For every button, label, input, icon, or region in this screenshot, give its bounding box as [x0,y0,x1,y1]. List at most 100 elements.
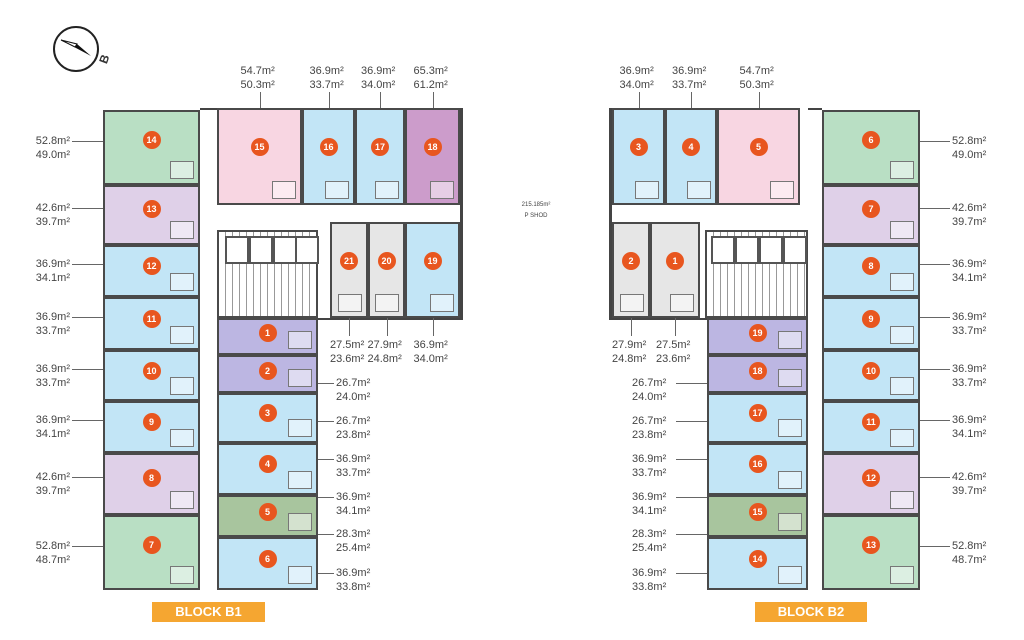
elevator-icon [225,236,249,264]
leader-line [920,208,950,209]
net-area: 48.7m² [952,553,987,566]
bathroom-fixture-icon [890,273,914,291]
unit-b2-10[interactable]: 10 [822,350,920,401]
unit-b2-11[interactable]: 11 [822,401,920,453]
unit-b2-15[interactable]: 15 [707,495,808,537]
gross-area: 36.9m² [632,567,667,579]
unit-number-badge: 5 [749,138,768,157]
unit-b1-9[interactable]: 9 [103,401,200,453]
unit-b1-21[interactable]: 21 [330,222,368,318]
unit-b1-2[interactable]: 2 [217,355,318,393]
gross-area: 52.8m² [35,539,70,552]
net-area: 33.7m² [952,376,987,389]
bathroom-fixture-icon [170,566,194,584]
unit-number-badge: 6 [258,549,277,568]
gross-area: 26.7m² [336,377,371,389]
unit-number-badge: 3 [629,138,648,157]
net-area: 25.4m² [632,542,667,554]
unit-b2-16[interactable]: 16 [707,443,808,495]
unit-number-badge: 15 [748,503,767,522]
unit-b1-12[interactable]: 12 [103,245,200,297]
leader-line [631,318,632,336]
net-area: 34.1m² [35,272,70,284]
unit-b1-20[interactable]: 20 [368,222,405,318]
gross-area: 36.9m² [632,453,667,465]
gross-area: 36.9m² [361,65,396,77]
gross-area: 36.9m² [672,65,707,77]
bathroom-fixture-icon [778,566,802,584]
shop-area-size: 215.185m² [521,202,551,208]
unit-b1-8[interactable]: 8 [103,453,200,515]
core-b1 [217,230,319,318]
unit-b2-1[interactable]: 1 [650,222,700,318]
unit-b2-18[interactable]: 18 [707,355,808,393]
bathroom-fixture-icon [170,221,194,239]
gross-area: 27.5m² [656,339,691,351]
unit-b2-19[interactable]: 19 [707,318,808,355]
unit-b2-17[interactable]: 17 [707,393,808,443]
unit-b1-6[interactable]: 6 [217,537,318,590]
unit-b1-18[interactable]: 18 [405,108,460,205]
unit-b2-3[interactable]: 3 [612,108,665,205]
net-area: 23.8m² [632,429,667,441]
bathroom-fixture-icon [430,294,454,312]
unit-number-badge: 8 [862,257,880,276]
leader-line [920,420,950,421]
unit-number-badge: 6 [862,131,880,150]
bathroom-fixture-icon [890,377,914,395]
unit-number-badge: 17 [371,138,389,157]
wall [808,108,822,110]
gross-area: 42.6m² [35,471,70,483]
unit-b1-3[interactable]: 3 [217,393,318,443]
unit-b1-14[interactable]: 14 [103,110,200,185]
net-area: 49.0m² [952,148,987,161]
unit-b1-11[interactable]: 11 [103,297,200,350]
unit-b2-14[interactable]: 14 [707,537,808,590]
unit-b2-7[interactable]: 7 [822,185,920,245]
unit-b2-12[interactable]: 12 [822,453,920,515]
leader-line [72,368,103,370]
unit-b2-6[interactable]: 6 [822,110,920,185]
unit-b1-17[interactable]: 17 [355,108,405,205]
unit-b1-19[interactable]: 19 [405,222,460,318]
elevator-icon [273,236,297,264]
gross-area: 36.9m² [35,258,70,270]
unit-b2-5[interactable]: 5 [717,108,800,205]
unit-b1-5[interactable]: 5 [217,495,318,537]
unit-b2-4[interactable]: 4 [665,108,717,205]
unit-number-badge: 19 [748,324,767,343]
unit-b1-10[interactable]: 10 [103,350,200,401]
unit-b2-2[interactable]: 2 [612,222,650,318]
unit-b1-1[interactable]: 1 [217,318,318,355]
unit-number-badge: 16 [748,455,767,474]
unit-b1-4[interactable]: 4 [217,443,318,495]
unit-b1-7[interactable]: 7 [103,515,200,590]
elevator-icon [711,236,735,264]
bathroom-fixture-icon [170,491,194,509]
bathroom-fixture-icon [890,491,914,509]
unit-b2-9[interactable]: 9 [822,297,920,350]
net-area: 23.8m² [336,429,371,441]
unit-b2-13[interactable]: 13 [822,515,920,590]
unit-b2-8[interactable]: 8 [822,245,920,297]
gross-area: 27.9m² [612,339,647,351]
leader-line [318,573,334,574]
leader-line [676,383,707,384]
unit-b1-13[interactable]: 13 [103,185,200,245]
gross-area: 52.8m² [952,134,987,147]
net-area: 50.3m² [739,79,774,91]
compass-needle-icon [60,39,91,56]
unit-b1-16[interactable]: 16 [302,108,355,205]
unit-b1-15[interactable]: 15 [217,108,302,205]
